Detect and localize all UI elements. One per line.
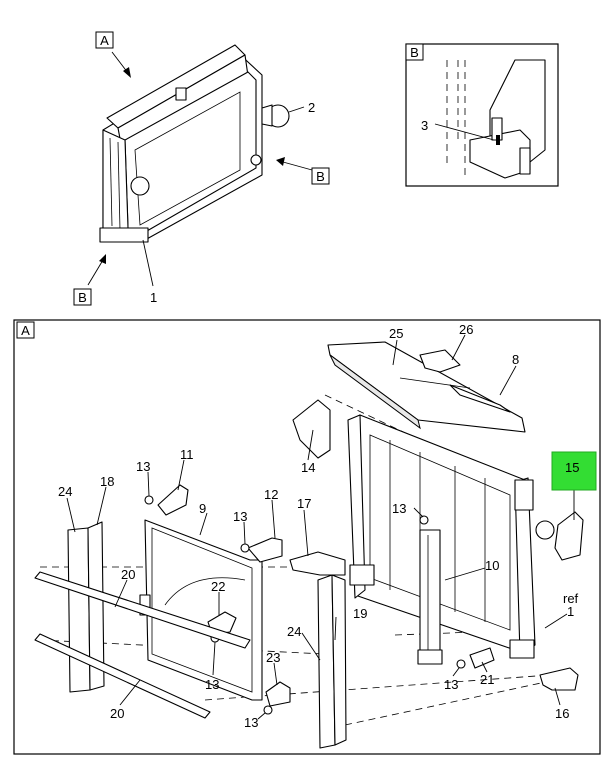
callout-25: 25 bbox=[389, 326, 403, 341]
rail-part-19 bbox=[331, 574, 347, 746]
callout-9: 9 bbox=[199, 501, 206, 516]
overview-view: A 2 B B bbox=[73, 31, 330, 306]
shroud-part-9 bbox=[139, 519, 263, 701]
bracket-part-12 bbox=[247, 537, 283, 563]
callout-19: 19 bbox=[353, 606, 367, 621]
detail-a-label: A bbox=[21, 323, 30, 338]
view-b-label-right: B bbox=[316, 169, 325, 184]
callout-1-ref: 1 bbox=[567, 604, 574, 619]
bracket-part-14 bbox=[292, 399, 331, 459]
bracket-part-11 bbox=[157, 484, 189, 516]
callout-15-highlight bbox=[551, 451, 597, 491]
view-b-box-right bbox=[311, 167, 330, 185]
top-shroud-part-8 bbox=[327, 341, 526, 433]
rail-part-24-left bbox=[67, 527, 91, 693]
view-a-label: A bbox=[100, 33, 109, 48]
callout-1-overview: 1 bbox=[150, 290, 157, 305]
callout-16: 16 bbox=[555, 706, 569, 721]
callout-13-e: 13 bbox=[244, 715, 258, 730]
callout-12: 12 bbox=[264, 487, 278, 502]
callout-17: 17 bbox=[297, 496, 311, 511]
callout-15: 15 bbox=[565, 460, 579, 475]
callout-13-a: 13 bbox=[136, 459, 150, 474]
callout-13-c: 13 bbox=[392, 501, 406, 516]
bracket-part-17 bbox=[289, 551, 346, 576]
callout-14: 14 bbox=[301, 460, 315, 475]
detail-b-label: B bbox=[410, 45, 419, 60]
callout-26: 26 bbox=[459, 322, 473, 337]
radiator-assembly-overview bbox=[99, 44, 290, 243]
bar-part-20-upper bbox=[34, 571, 251, 649]
detail-b-box bbox=[405, 43, 424, 61]
view-a-box bbox=[95, 31, 114, 49]
bracket-part-15 bbox=[554, 511, 584, 561]
view-b-label-bottom: B bbox=[78, 290, 87, 305]
bracket-part-16 bbox=[539, 667, 579, 691]
callout-24-left: 24 bbox=[58, 484, 72, 499]
callout-13-f: 13 bbox=[444, 677, 458, 692]
bracket-part-23 bbox=[265, 681, 291, 707]
callout-18: 18 bbox=[100, 474, 114, 489]
view-b-box-bottom bbox=[73, 288, 92, 306]
detail-b-inset: B 3 bbox=[405, 43, 559, 187]
callout-10: 10 bbox=[485, 558, 499, 573]
view-b-arrow-bottom bbox=[87, 259, 104, 286]
bar-part-20-lower bbox=[34, 633, 211, 719]
callout-8: 8 bbox=[512, 352, 519, 367]
callout-13-d: 13 bbox=[205, 677, 219, 692]
callout-13-b: 13 bbox=[233, 509, 247, 524]
callout-2: 2 bbox=[308, 100, 315, 115]
callout-24-right: 24 bbox=[287, 624, 301, 639]
detail-a-exploded: A bbox=[13, 319, 601, 755]
detail-a-box bbox=[16, 321, 35, 339]
callout-21: 21 bbox=[480, 672, 494, 687]
callout-22: 22 bbox=[211, 579, 225, 594]
callout-ref: ref bbox=[563, 591, 579, 606]
bracket-part-21 bbox=[469, 647, 495, 669]
callout-3: 3 bbox=[421, 118, 428, 133]
plate-part-10 bbox=[417, 529, 443, 665]
view-a-arrowhead bbox=[123, 67, 131, 78]
callout-23: 23 bbox=[266, 650, 280, 665]
callout-20-upper: 20 bbox=[121, 567, 135, 582]
view-b-arrow-right bbox=[282, 161, 313, 171]
callout-20-lower: 20 bbox=[110, 706, 124, 721]
callout-11: 11 bbox=[180, 447, 194, 462]
